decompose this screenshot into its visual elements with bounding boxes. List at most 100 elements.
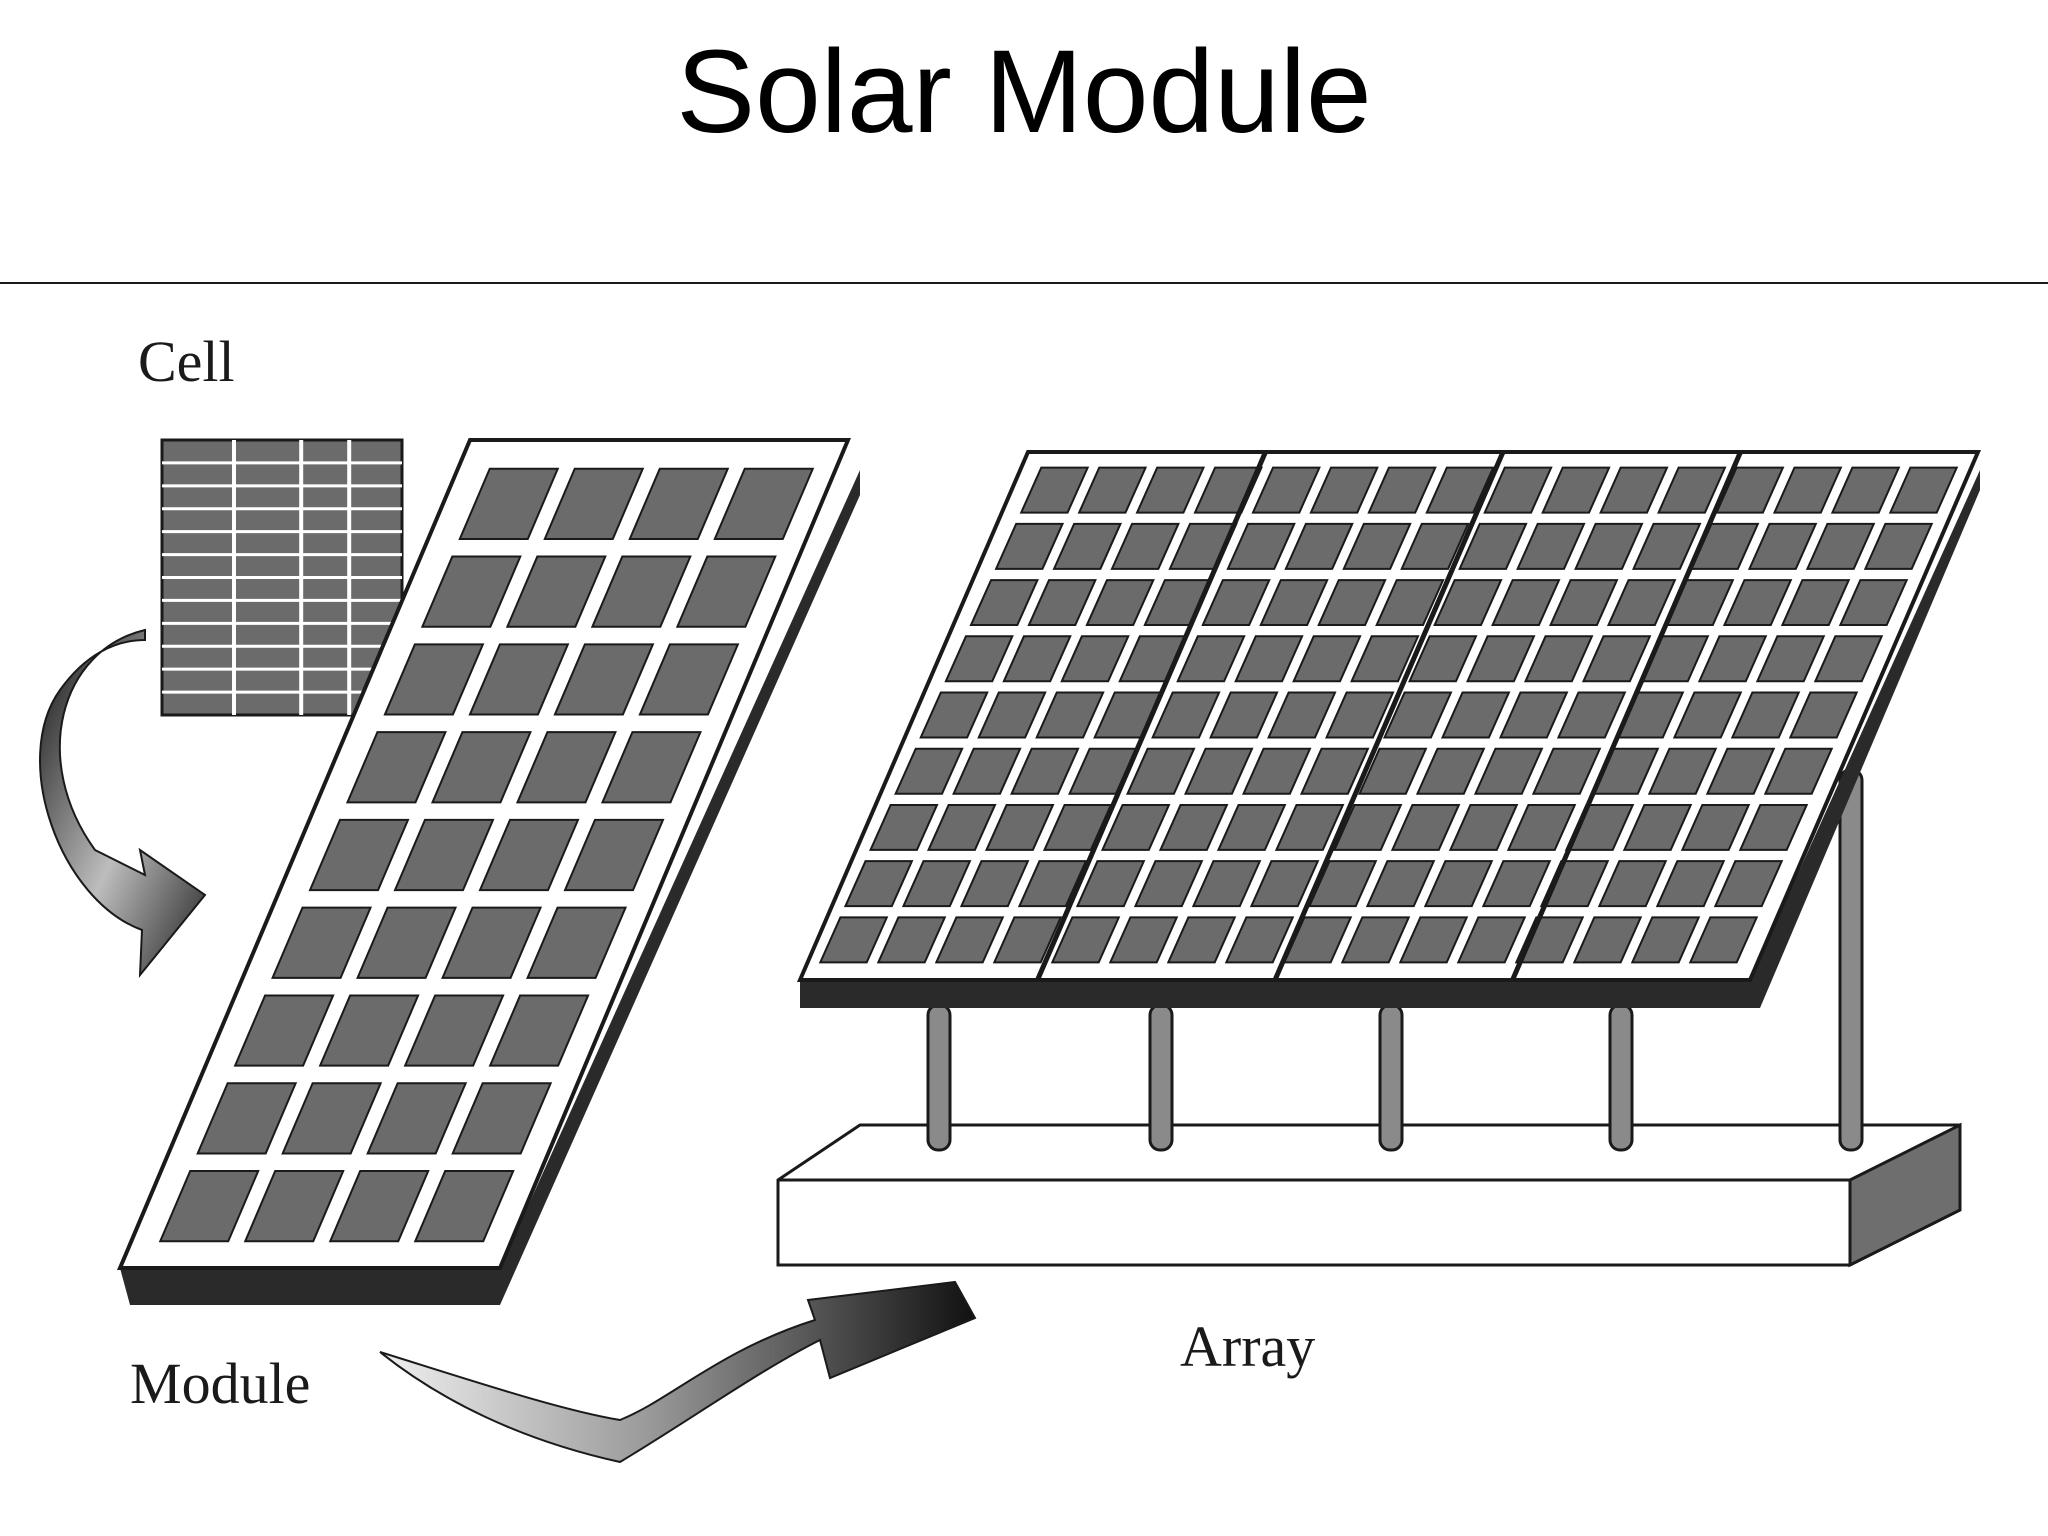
array-cell bbox=[1599, 466, 1669, 514]
module-cell bbox=[553, 643, 655, 716]
module-cell bbox=[308, 818, 410, 892]
array-cell bbox=[1433, 579, 1503, 627]
array-cell bbox=[1100, 803, 1171, 851]
array-cell bbox=[1456, 916, 1527, 964]
array-cell bbox=[1332, 803, 1403, 851]
solar-array bbox=[776, 450, 1982, 1268]
slide-title: Solar Module bbox=[676, 26, 1372, 158]
module-cell bbox=[243, 1170, 345, 1243]
array-cell bbox=[1466, 635, 1536, 683]
array-cell bbox=[1581, 635, 1652, 683]
array-cell bbox=[1017, 860, 1088, 908]
array-cell bbox=[1622, 803, 1693, 851]
module-cell bbox=[356, 906, 458, 979]
array-support-leg bbox=[1608, 1003, 1634, 1152]
array-cell bbox=[1390, 803, 1461, 851]
module-cell bbox=[403, 994, 505, 1067]
module-cell bbox=[488, 994, 590, 1067]
array-cell bbox=[984, 803, 1055, 851]
module-cell bbox=[468, 643, 570, 716]
array-cell bbox=[1027, 579, 1097, 627]
array-cell bbox=[1541, 466, 1611, 514]
curved-arrow-icon bbox=[379, 1280, 977, 1464]
array-cell bbox=[1191, 860, 1262, 908]
array-cell bbox=[1647, 747, 1718, 795]
module-cell bbox=[638, 643, 740, 716]
array-cell bbox=[919, 691, 989, 739]
array-cell bbox=[1060, 635, 1130, 683]
module-cell bbox=[505, 555, 607, 628]
array-cell bbox=[843, 860, 914, 908]
array-cell bbox=[1133, 860, 1204, 908]
array-cell bbox=[1325, 691, 1395, 739]
module-cell bbox=[413, 1170, 515, 1243]
array-cell bbox=[1052, 522, 1123, 570]
array-cell bbox=[1108, 916, 1179, 964]
module-cell bbox=[600, 731, 702, 804]
array-cell bbox=[1483, 466, 1553, 514]
array-cell bbox=[1151, 691, 1221, 739]
array-cell bbox=[1423, 860, 1494, 908]
module-cell bbox=[158, 1170, 260, 1243]
array-cell bbox=[1680, 803, 1751, 851]
array-cell bbox=[1755, 635, 1826, 683]
array-cell bbox=[1572, 916, 1643, 964]
array-cell bbox=[1672, 691, 1743, 739]
array-cell bbox=[952, 747, 1022, 795]
array-cell bbox=[1019, 466, 1090, 514]
array-cell bbox=[1448, 803, 1519, 851]
array-cell bbox=[1309, 466, 1379, 514]
array-cell bbox=[1606, 579, 1677, 627]
array-cell bbox=[934, 916, 1005, 964]
array-cell bbox=[926, 803, 997, 851]
array-cell bbox=[1556, 691, 1627, 739]
array-cell bbox=[1350, 635, 1420, 683]
module-cell bbox=[675, 555, 777, 628]
array-cell bbox=[1267, 691, 1337, 739]
array-cell bbox=[1458, 522, 1528, 570]
array-cell bbox=[1249, 860, 1320, 908]
array-cell bbox=[1440, 691, 1511, 739]
array-cell bbox=[1697, 635, 1768, 683]
array-cell bbox=[1788, 691, 1859, 739]
module-cell bbox=[590, 555, 692, 628]
array-cell bbox=[959, 860, 1030, 908]
module-cell bbox=[420, 555, 522, 628]
array-cell bbox=[1201, 579, 1271, 627]
array-cell bbox=[1713, 860, 1784, 908]
array-cell bbox=[1688, 916, 1759, 964]
array-cell bbox=[1035, 691, 1105, 739]
module-cell bbox=[478, 818, 580, 892]
array-cell bbox=[1531, 747, 1602, 795]
array-cell bbox=[1292, 635, 1362, 683]
array-cell bbox=[994, 522, 1065, 570]
array-cell bbox=[1657, 466, 1727, 514]
module-cell bbox=[515, 731, 617, 804]
array-cell bbox=[1251, 466, 1321, 514]
module-cell bbox=[393, 818, 495, 892]
array-cell bbox=[992, 916, 1063, 964]
array-cell bbox=[1772, 466, 1843, 514]
array-cell bbox=[1415, 747, 1486, 795]
array-cell bbox=[1259, 579, 1329, 627]
array-cell bbox=[1158, 803, 1229, 851]
array-support-leg bbox=[1378, 1003, 1404, 1152]
module-cell bbox=[345, 731, 447, 804]
solar-cell bbox=[160, 438, 404, 717]
array-cell bbox=[1705, 747, 1776, 795]
array-cell bbox=[1342, 522, 1412, 570]
array-cell bbox=[1830, 466, 1901, 514]
array-cell bbox=[1813, 635, 1884, 683]
module-cell bbox=[281, 1082, 383, 1155]
array-cell bbox=[1400, 522, 1470, 570]
array-cell bbox=[894, 747, 964, 795]
cell-label: Cell bbox=[138, 329, 235, 394]
array-cell bbox=[1307, 860, 1378, 908]
module-cell bbox=[451, 1082, 553, 1155]
title-divider bbox=[0, 282, 2048, 284]
module-cell bbox=[628, 467, 730, 540]
array-cell bbox=[1498, 691, 1569, 739]
module-cell bbox=[328, 1170, 430, 1243]
array-cell bbox=[1722, 579, 1793, 627]
module-cell bbox=[563, 818, 665, 892]
